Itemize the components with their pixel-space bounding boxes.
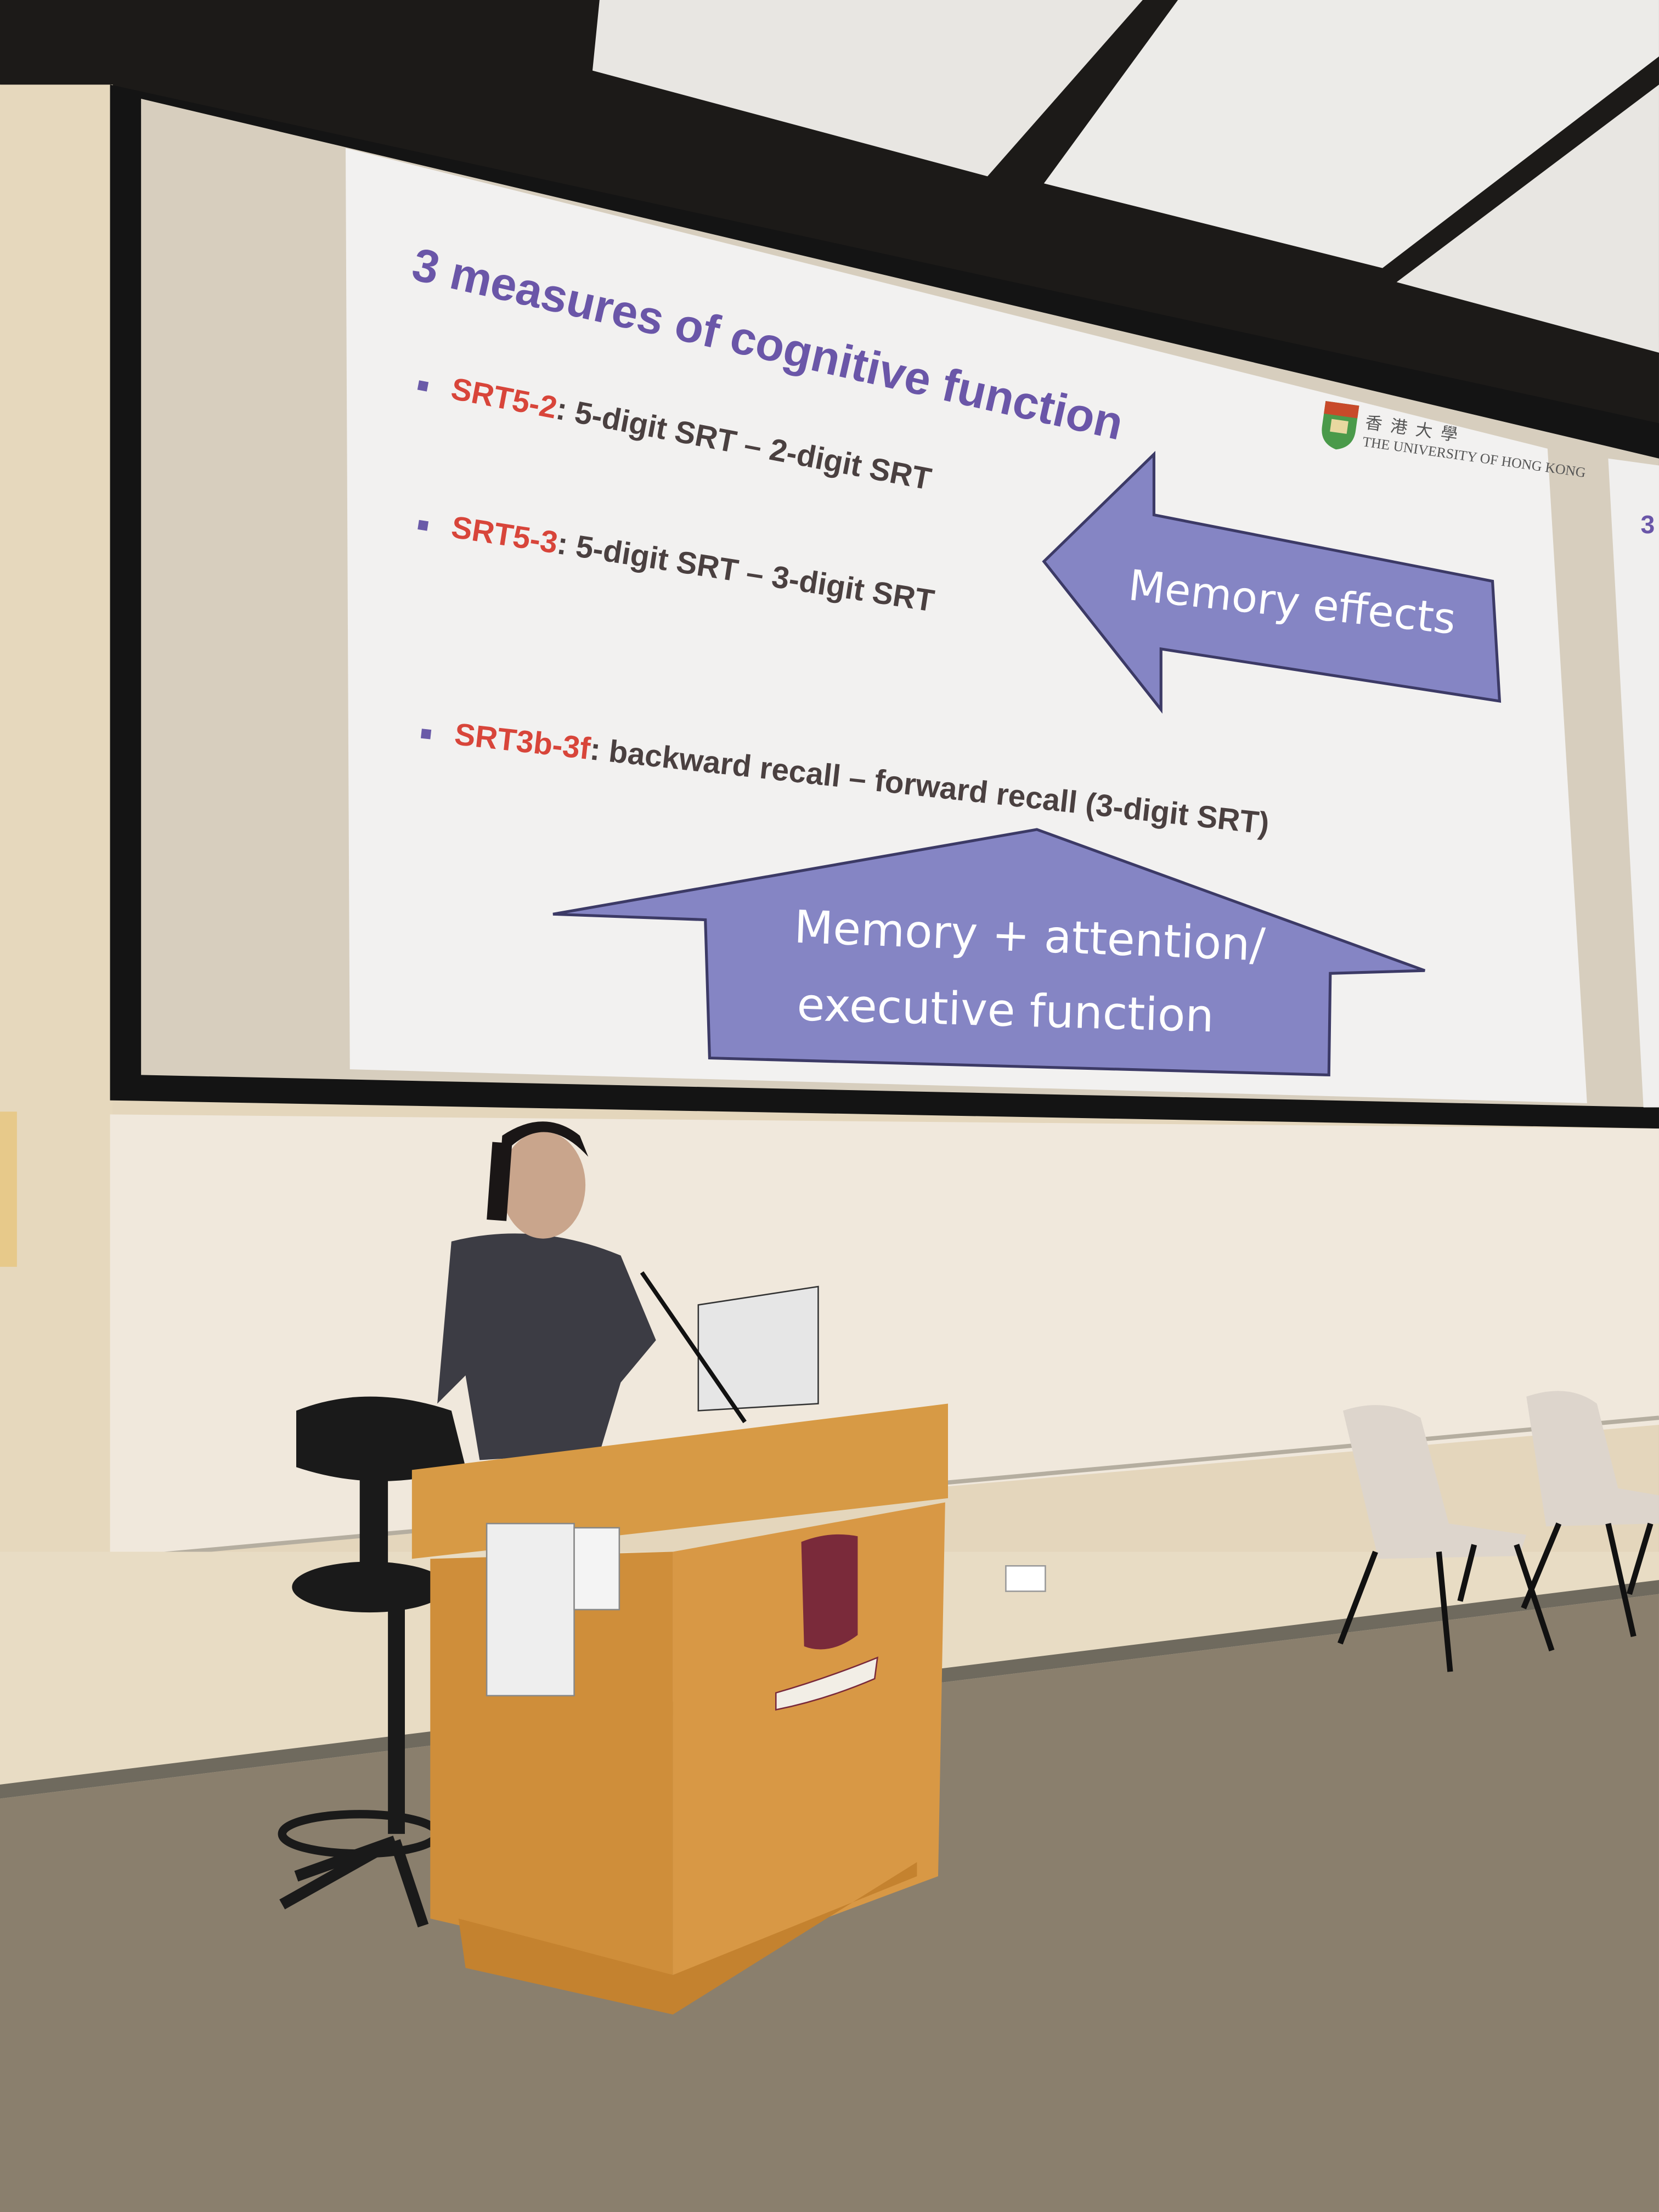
left-arrow-shape [1042,450,1502,714]
monitor [697,1285,819,1412]
ceiling-panel [592,0,1143,177]
up-arrow-shape [552,828,1425,1077]
stool [278,1396,466,1928]
podium-notice [573,1527,620,1611]
bullet-icon: ■ [419,721,433,745]
bullet-icon: ■ [415,512,431,537]
microphone [640,1271,747,1424]
podium-poster [486,1522,575,1697]
ceiling-panel [1043,0,1659,268]
chair [1521,1391,1659,1637]
chair [1338,1405,1555,1672]
wall-notice [0,1111,17,1267]
university-crest [801,1534,858,1650]
next-slide-fragment: 3 [1640,510,1655,539]
next-slide [1608,458,1659,1108]
power-outlet [1005,1565,1046,1592]
slide [345,148,1587,1103]
university-crest-icon [1322,400,1359,450]
podium [411,1403,948,2015]
speaker [437,1121,656,1460]
university-logo: 香港大學 THE UNIVERSITY OF HONG KONG [1315,398,1587,482]
